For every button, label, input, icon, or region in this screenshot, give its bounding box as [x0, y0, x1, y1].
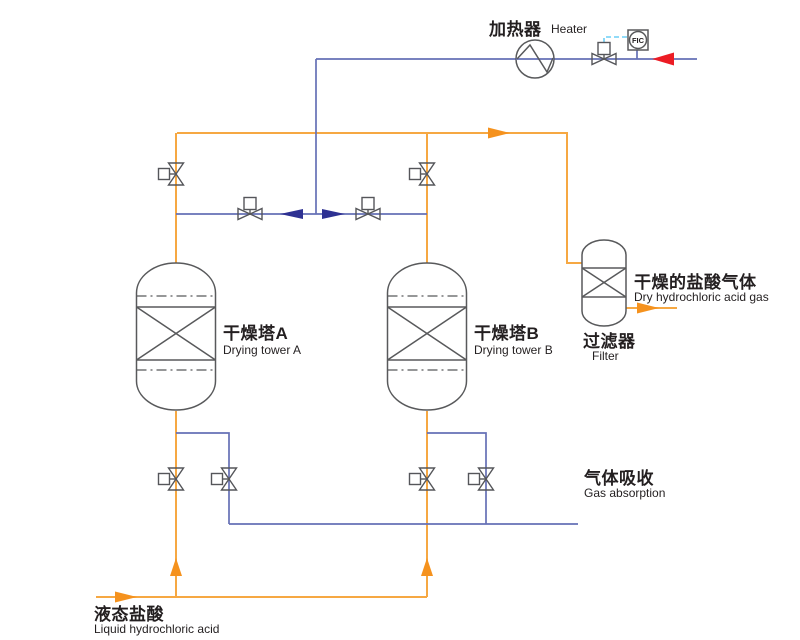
control-valve-heater-line-icon — [591, 41, 617, 66]
gas-absorption-label-zh: 气体吸收 — [583, 468, 654, 488]
drying-tower-b-label-en: Drying tower B — [474, 343, 553, 357]
valve-tower-b-feed-icon — [408, 467, 436, 491]
arrow-riser-b-up-icon — [421, 558, 433, 576]
valve-tower-a-drain-icon — [210, 467, 238, 491]
fic-signal-line — [603, 36, 627, 43]
valve-tower-a-feed-icon — [157, 467, 185, 491]
arrow-crossover-right-icon — [322, 209, 345, 219]
valve-tower-b-drain-icon — [467, 467, 495, 491]
arrow-feed-right-icon — [115, 591, 137, 603]
fic-tag-label: FIC — [632, 36, 645, 45]
valve-tower-b-inlet-icon — [408, 162, 436, 186]
dry-gas-label-zh: 干燥的盐酸气体 — [634, 272, 757, 292]
heater-coil-zigzag — [516, 43, 554, 74]
liquid-acid-label-en: Liquid hydrochloric acid — [94, 622, 219, 636]
arrow-crossover-left-icon — [280, 209, 303, 219]
orange-piping — [96, 132, 677, 598]
drying-tower-b-label-zh: 干燥塔B — [474, 323, 539, 343]
filter-label-zh: 过滤器 — [583, 331, 636, 351]
arrow-top-header-right-icon — [488, 127, 510, 139]
arrow-riser-a-up-icon — [170, 558, 182, 576]
gas-absorption-label-en: Gas absorption — [584, 486, 665, 500]
pipe-tower-b-drain-branch — [427, 432, 487, 524]
arrow-heater-line-left-icon — [652, 52, 674, 66]
filter-label-en: Filter — [592, 349, 619, 363]
labels: 加热器 Heater 干燥塔A Drying tower A 干燥塔B Dryi… — [94, 19, 769, 636]
pipe-tower-a-drain-branch — [176, 432, 230, 524]
heater-label-zh: 加热器 — [488, 19, 542, 39]
fic-instrument: FIC — [627, 29, 649, 51]
valve-crossover-left-icon — [237, 196, 263, 221]
drying-tower-b-symbol — [386, 262, 468, 411]
valve-tower-a-inlet-icon — [157, 162, 185, 186]
flow-arrows — [115, 52, 674, 603]
drying-tower-a-symbol — [135, 262, 217, 411]
arrow-filter-outlet-icon — [637, 302, 659, 314]
dry-gas-label-en: Dry hydrochloric acid gas — [634, 290, 769, 304]
liquid-acid-label-zh: 液态盐酸 — [94, 604, 164, 624]
blue-piping — [176, 50, 697, 525]
filter-symbol — [581, 239, 627, 327]
drying-tower-a-label-en: Drying tower A — [223, 343, 301, 357]
fic-circle — [628, 30, 648, 50]
heater-symbol — [515, 39, 555, 79]
valve-crossover-right-icon — [355, 196, 381, 221]
drying-tower-a-label-zh: 干燥塔A — [223, 323, 288, 343]
heater-label-en: Heater — [551, 22, 587, 36]
pipe-top-header — [177, 132, 582, 264]
